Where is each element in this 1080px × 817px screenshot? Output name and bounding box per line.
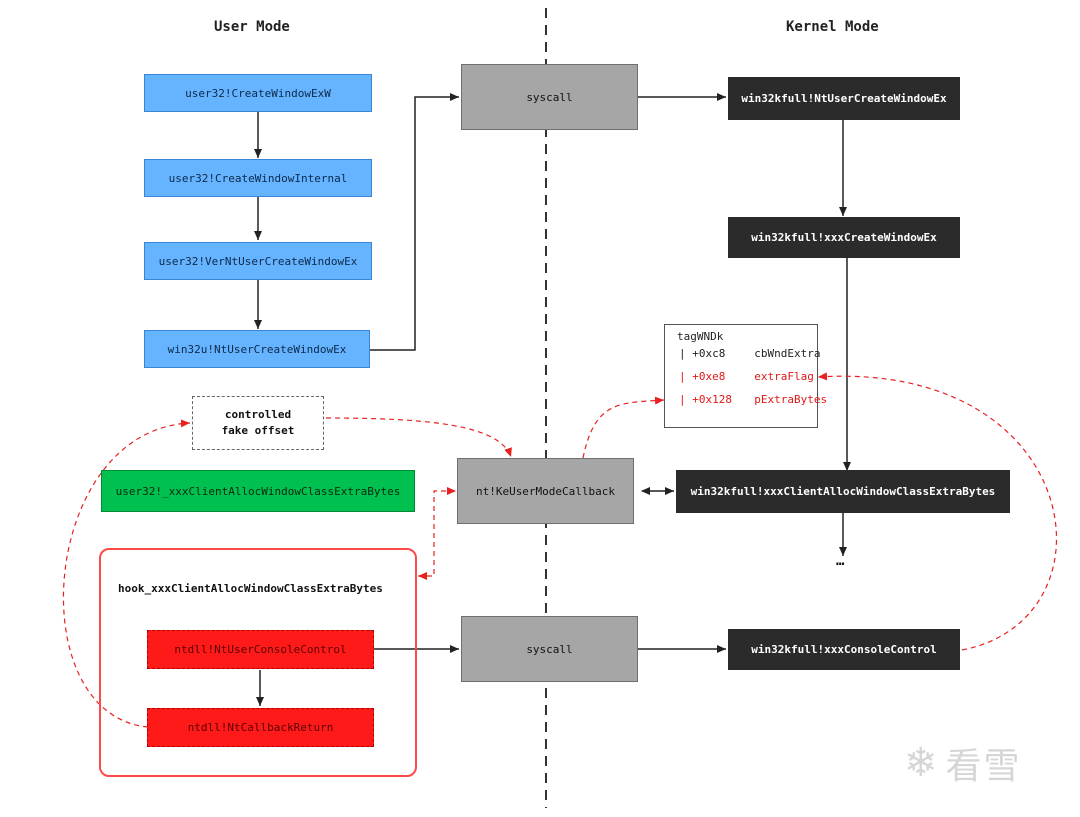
hook-frame: [99, 548, 417, 777]
win32kfull-xxxclientallocwindowclassextrabytes-box: win32kfull!xxxClientAllocWindowClassExtr…: [676, 470, 1010, 513]
dashed-callback-to-hook: [418, 487, 456, 580]
kernel-mode-heading: Kernel Mode: [786, 19, 879, 35]
win32u-ntusercreatewindowex-box: win32u!NtUserCreateWindowEx: [144, 330, 370, 368]
dashed-callback-to-tagwnd: [582, 396, 665, 459]
tagwnd-title: tagWNDk: [677, 330, 724, 343]
fake-offset-line2: fake offset: [221, 424, 295, 437]
hook-title: hook_xxxClientAllocWindowClassExtraBytes: [118, 582, 383, 595]
user32-xxxclientallocwindowclassextrabytes-box: user32!_xxxClientAllocWindowClassExtraBy…: [101, 470, 415, 512]
arrow-win32u-to-syscall: [370, 93, 459, 351]
nt-keusermodecallback-box: nt!KeUserModeCallback: [457, 458, 634, 524]
kernel-ellipsis: …: [836, 553, 845, 569]
dashed-return-to-fake-offset: [62, 419, 191, 728]
syscall-top-box: syscall: [461, 64, 638, 130]
win32kfull-xxxconsolecontrol-box: win32kfull!xxxConsoleControl: [728, 629, 960, 670]
syscall-bottom-box: syscall: [461, 616, 638, 682]
fake-offset-line1: controlled: [224, 408, 292, 421]
user32-verntusercreatewindowex-box: user32!VerNtUserCreateWindowEx: [144, 242, 372, 280]
watermark-text: 看雪: [945, 746, 1022, 787]
dashed-console-to-extraflag: [817, 372, 1057, 651]
dashed-fake-offset-to-callback: [325, 417, 512, 458]
ntdll-ntuserconsolecontrol-box: ntdll!NtUserConsoleControl: [147, 630, 374, 669]
win32kfull-ntusercreatewindowex-box: win32kfull!NtUserCreateWindowEx: [728, 77, 960, 120]
win32kfull-xxxcreatewindowex-box: win32kfull!xxxCreateWindowEx: [728, 217, 960, 258]
ntdll-ntcallbackreturn-box: ntdll!NtCallbackReturn: [147, 708, 374, 747]
watermark: ❄ 看雪: [904, 737, 1022, 789]
user32-createwindowexw-box: user32!CreateWindowExW: [144, 74, 372, 112]
user32-createwindowinternal-box: user32!CreateWindowInternal: [144, 159, 372, 197]
user-mode-heading: User Mode: [214, 19, 290, 35]
controlled-fake-offset-note: controlled fake offset: [192, 396, 324, 450]
snowflake-icon: ❄: [904, 740, 938, 786]
